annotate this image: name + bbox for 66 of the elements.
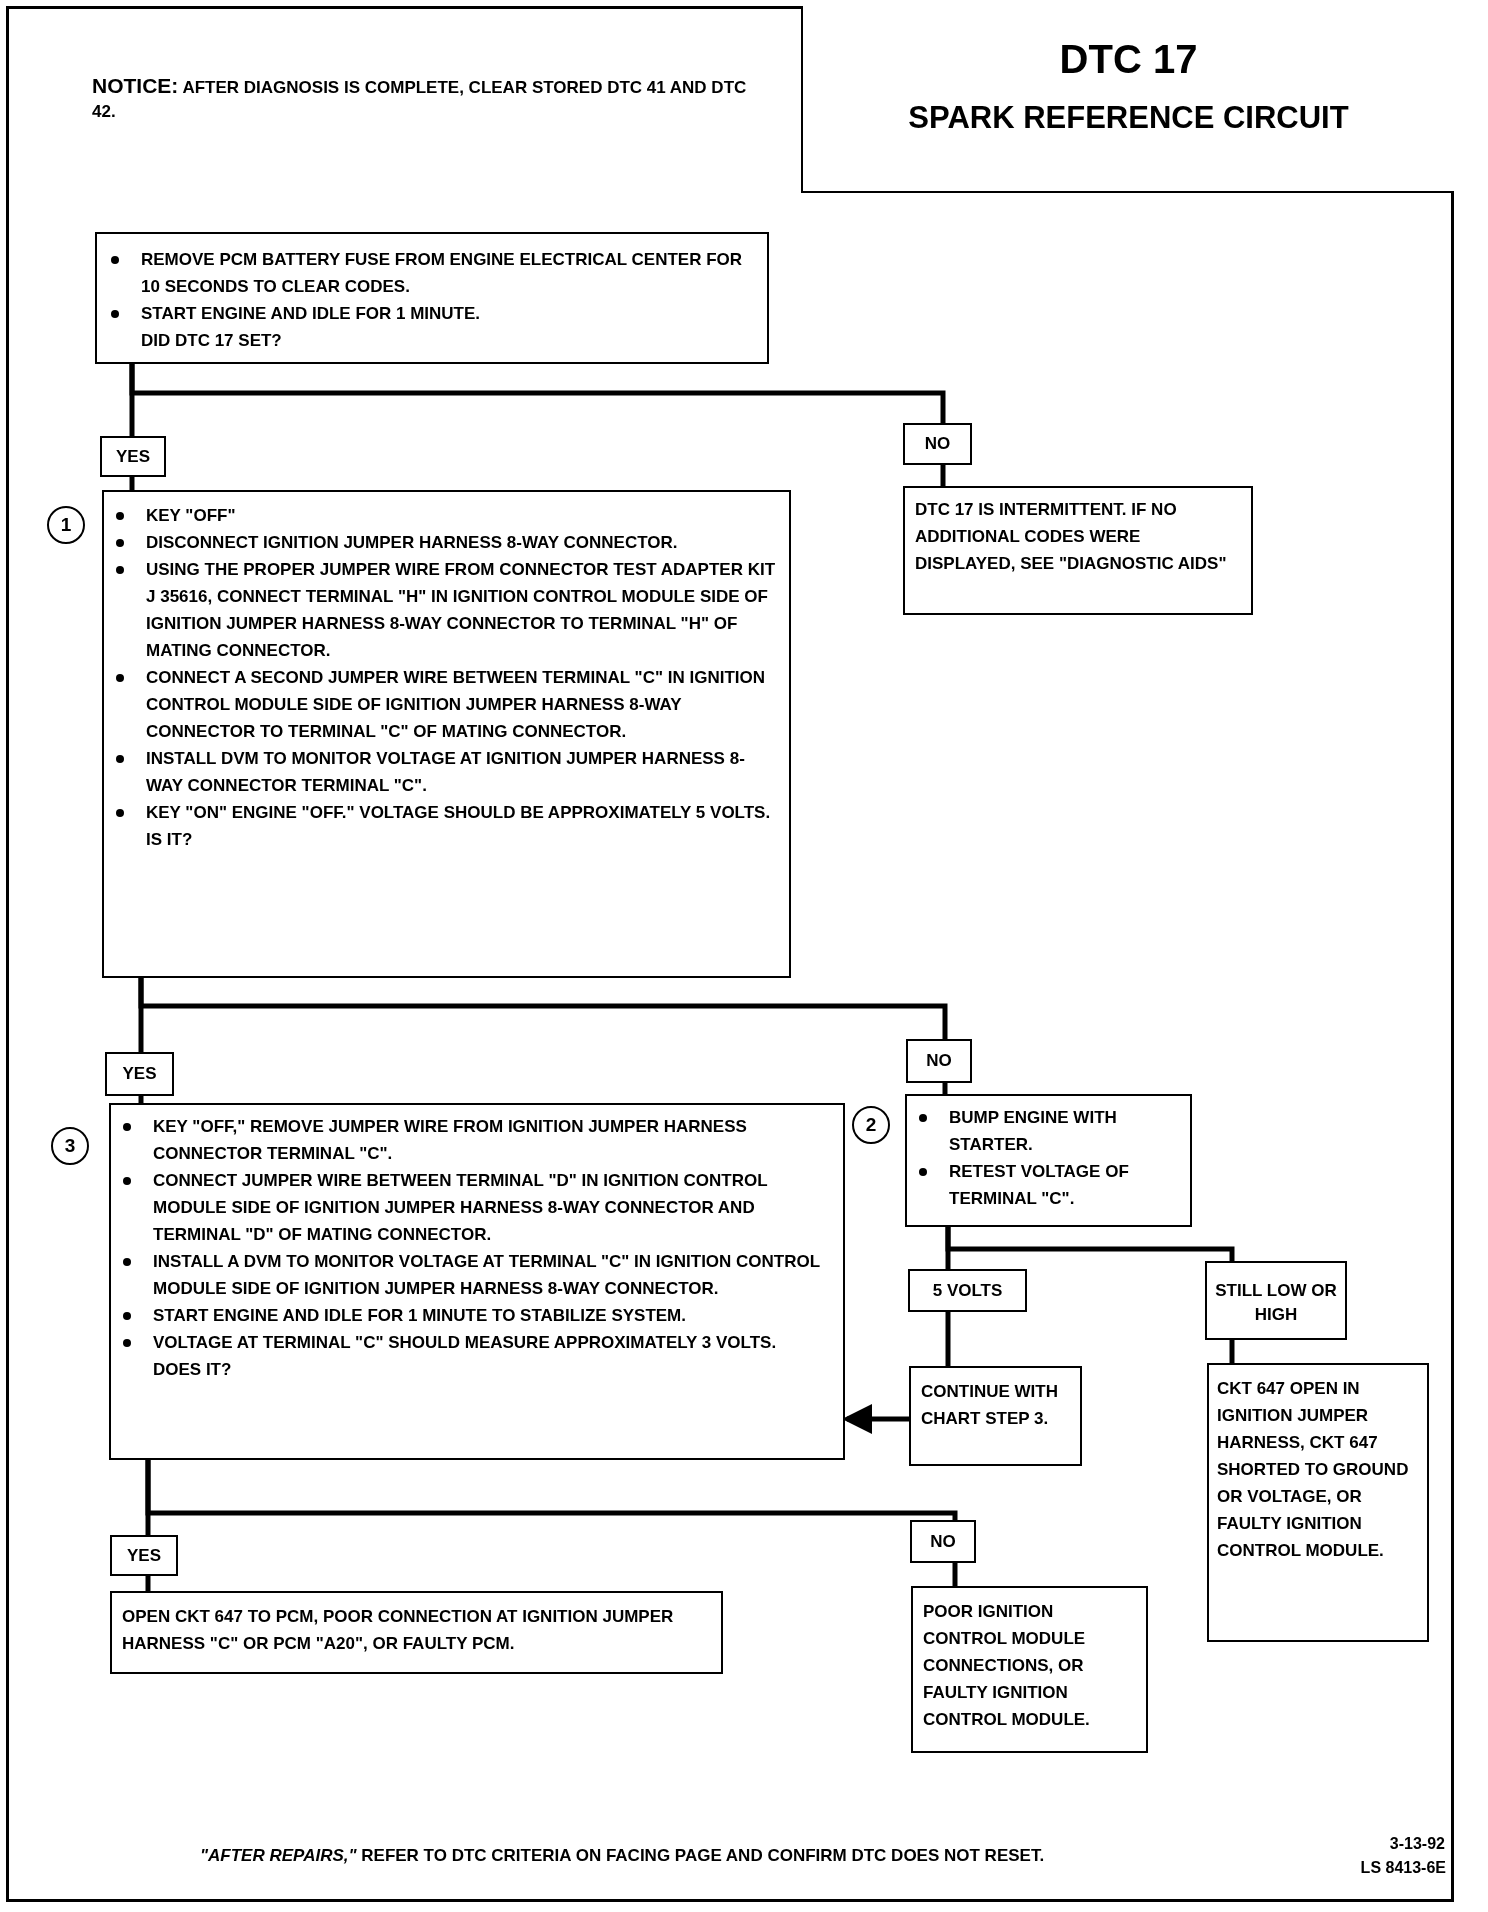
answer-box xyxy=(910,1520,976,1563)
date-code: 3-13-92 xyxy=(1388,1834,1445,1854)
result-box xyxy=(1207,1363,1429,1642)
connector-line xyxy=(138,1096,144,1103)
callout-number: 2 xyxy=(852,1106,890,1144)
answer-label: NO xyxy=(926,1050,952,1072)
result-text: OPEN CKT 647 TO PCM, POOR CONNECTION AT IGNITION JUMPER HARNESS "C" OR PCM "A20", OR FAULTY PCM. xyxy=(122,1606,675,1655)
connector-line xyxy=(942,1083,948,1094)
step-text: KEY "OFF" xyxy=(146,502,779,529)
step-text: RETEST VOLTAGE OF TERMINAL "C". xyxy=(949,1158,1182,1212)
step-text: USING THE PROPER JUMPER WIRE FROM CONNECTOR TEST ADAPTER KIT J 35616, CONNECT TERMINAL "H" IN IGNITION CONTROL MODULE SIDE OF IGNITION JUMPER HARNESS 8-WAY CONNECTOR TO TERMINAL "H" OF MATING CONNECTOR. xyxy=(146,556,779,664)
connector-line xyxy=(1229,1340,1235,1363)
answer-label: YES xyxy=(116,445,150,468)
answer-label: YES xyxy=(122,1063,157,1085)
answer-label: STILL LOW OR HIGH xyxy=(1215,1279,1337,1326)
connector-line xyxy=(952,1563,958,1586)
answer-label: YES xyxy=(127,1544,161,1567)
step-text: VOLTAGE AT TERMINAL "C" SHOULD MEASURE APPROXIMATELY 3 VOLTS. xyxy=(153,1329,833,1356)
answer-box xyxy=(1205,1261,1347,1340)
result-text: CKT 647 OPEN IN IGNITION JUMPER HARNESS, CKT 647 SHORTED TO GROUND OR VOLTAGE, OR FAULTY IGNITION CONTROL MODULE. xyxy=(1217,1378,1410,1562)
notice-text: NOTICE: AFTER DIAGNOSIS IS COMPLETE, CLEAR STORED DTC 41 AND DTC 42. xyxy=(92,74,748,123)
callout-number: 1 xyxy=(47,506,85,544)
result-box xyxy=(911,1586,1148,1753)
answer-label: 5 VOLTS xyxy=(932,1279,1003,1302)
chart-subtitle: SPARK REFERENCE CIRCUIT xyxy=(907,99,1350,137)
footer-note: "AFTER REPAIRS," REFER TO DTC CRITERIA ON FACING PAGE AND CONFIRM DTC DOES NOT RESET. xyxy=(200,1845,1046,1867)
step-text: REMOVE PCM BATTERY FUSE FROM ENGINE ELECTRICAL CENTER FOR 10 SECONDS TO CLEAR CODES. xyxy=(141,246,755,300)
connector-line xyxy=(129,477,135,490)
question-text: IS IT? xyxy=(146,829,194,851)
question-text: DID DTC 17 SET? xyxy=(141,330,283,352)
connector-line xyxy=(945,1312,951,1366)
question-text: DOES IT? xyxy=(153,1359,233,1381)
answer-box xyxy=(906,1039,972,1083)
result-text: DTC 17 IS INTERMITTENT. IF NO ADDITIONAL CODES WERE DISPLAYED, SEE "DIAGNOSTIC AIDS" xyxy=(915,499,1228,575)
result-box xyxy=(903,486,1253,615)
step-text: CONNECT A SECOND JUMPER WIRE BETWEEN TERMINAL "C" IN IGNITION CONTROL MODULE SIDE OF IGNITION JUMPER HARNESS 8-WAY CONNECTOR TO TERMINAL "C" OF MATING CONNECTOR. xyxy=(146,664,779,745)
step-text: CONNECT JUMPER WIRE BETWEEN TERMINAL "D" IN IGNITION CONTROL MODULE SIDE OF IGNITION JUMPER HARNESS 8-WAY CONNECTOR AND TERMINAL "D" OF MATING CONNECTOR. xyxy=(153,1167,833,1248)
answer-box xyxy=(105,1052,174,1096)
step-text: DISCONNECT IGNITION JUMPER HARNESS 8-WAY CONNECTOR. xyxy=(146,529,779,556)
connector-line xyxy=(145,1460,958,1521)
connector-line xyxy=(940,465,946,486)
step-text: KEY "ON" ENGINE "OFF." VOLTAGE SHOULD BE APPROXIMATELY 5 VOLTS. xyxy=(146,799,779,826)
result-text: CONTINUE WITH CHART STEP 3. xyxy=(921,1381,1059,1430)
answer-label: NO xyxy=(924,433,951,455)
answer-box xyxy=(110,1535,178,1576)
connector-line xyxy=(129,364,946,423)
answer-box xyxy=(903,423,972,465)
result-text: POOR IGNITION CONTROL MODULE CONNECTIONS, OR FAULTY IGNITION CONTROL MODULE. xyxy=(923,1601,1091,1731)
step-text: KEY "OFF," REMOVE JUMPER WIRE FROM IGNITION JUMPER HARNESS CONNECTOR TERMINAL "C". xyxy=(153,1113,833,1167)
step-text: START ENGINE AND IDLE FOR 1 MINUTE TO STABILIZE SYSTEM. xyxy=(153,1302,833,1329)
connector-line xyxy=(945,1227,1235,1261)
callout-number: 3 xyxy=(51,1127,89,1165)
answer-box xyxy=(100,436,166,477)
result-box xyxy=(110,1591,723,1674)
step-text: INSTALL A DVM TO MONITOR VOLTAGE AT TERMINAL "C" IN IGNITION CONTROL MODULE SIDE OF IGNITION JUMPER HARNESS 8-WAY CONNECTOR. xyxy=(153,1248,833,1302)
answer-label: NO xyxy=(930,1530,956,1553)
result-box xyxy=(909,1366,1082,1466)
connector-line xyxy=(145,1576,151,1591)
step-text: INSTALL DVM TO MONITOR VOLTAGE AT IGNITION JUMPER HARNESS 8-WAY CONNECTOR TERMINAL "C". xyxy=(146,745,779,799)
step-box xyxy=(95,232,769,364)
connector-line xyxy=(138,978,948,1039)
step-text: START ENGINE AND IDLE FOR 1 MINUTE. xyxy=(141,300,755,327)
document-number: LS 8413-6E xyxy=(1359,1858,1446,1878)
step-text: BUMP ENGINE WITH STARTER. xyxy=(949,1104,1182,1158)
chart-title: DTC 17 xyxy=(1058,36,1199,83)
answer-box xyxy=(908,1269,1027,1312)
